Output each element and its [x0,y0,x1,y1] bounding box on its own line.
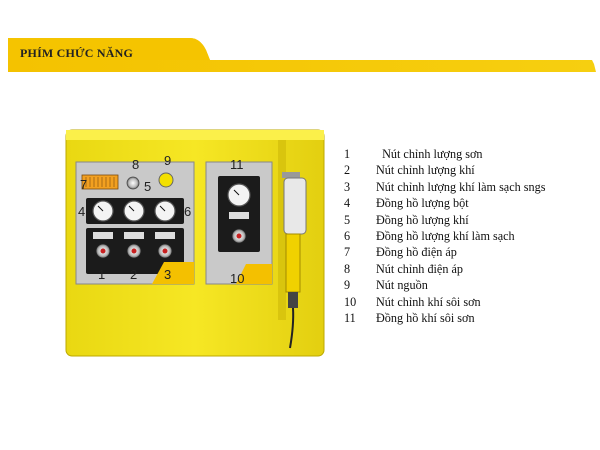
callout-6: 6 [184,204,192,219]
header-title: PHÍM CHỨC NĂNG [20,46,134,60]
machine-drawing [65,129,325,357]
legend-item: 1 Nút chỉnh lượng sơn [344,147,483,161]
callout-3: 3 [164,267,172,282]
callout-4: 4 [78,204,86,219]
spray-gun [282,172,307,349]
machine-illustration: 7 8 9 5 4 6 1 2 3 11 10 [60,120,330,360]
callout-5: 5 [144,179,152,194]
callout-7: 7 [80,177,88,192]
left-control-panel [75,161,195,285]
right-control-panel [205,161,273,285]
callout-1: 1 [98,267,106,282]
callout-10: 10 [230,271,245,286]
callout-2: 2 [130,267,138,282]
callout-8: 8 [132,157,140,172]
callout-9: 9 [164,153,172,168]
callout-11: 11 [230,157,244,172]
header-banner [8,38,596,72]
